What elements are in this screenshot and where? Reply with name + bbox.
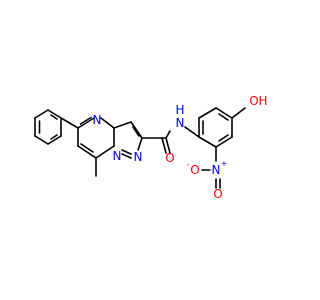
atom-hydroxyl-hydrogen: H (258, 94, 267, 108)
hydroxyl-bond (231, 107, 246, 119)
atom-nitro-oxygen-left: O (190, 163, 199, 177)
atom-nh: N (176, 116, 185, 130)
atom-amide-oxygen: O (165, 151, 174, 165)
atom-nitro-nitrogen-charge: + (221, 159, 228, 168)
hydroxy-nitro-phenyl-ring (198, 107, 233, 148)
atom-nitro-nitrogen: N (212, 163, 221, 177)
atom-nh-hydrogen: H (175, 103, 184, 117)
atom-hydroxyl-oxygen: O (249, 94, 258, 108)
atom-n-pyrimidine: N (93, 113, 102, 127)
atom-nitro-oxygen-bottom: O (213, 187, 222, 201)
amide-group (141, 130, 171, 154)
molecule-diagram: N N N N H O O H N + O - O (34, 94, 268, 201)
atom-n-bridge: N (113, 149, 122, 163)
atom-n-pyrazole: N (134, 150, 143, 164)
nh-aryl-bond (184, 126, 200, 138)
pyrimidine-ring (77, 116, 115, 159)
phenyl-link-bond (60, 117, 79, 129)
atom-nitro-oxygen-left-charge: - (187, 160, 190, 169)
molecule-structure: N N N N H O O H N + O - O (34, 94, 268, 201)
pyrazole-ring (113, 121, 143, 159)
phenyl-ring (34, 109, 62, 145)
